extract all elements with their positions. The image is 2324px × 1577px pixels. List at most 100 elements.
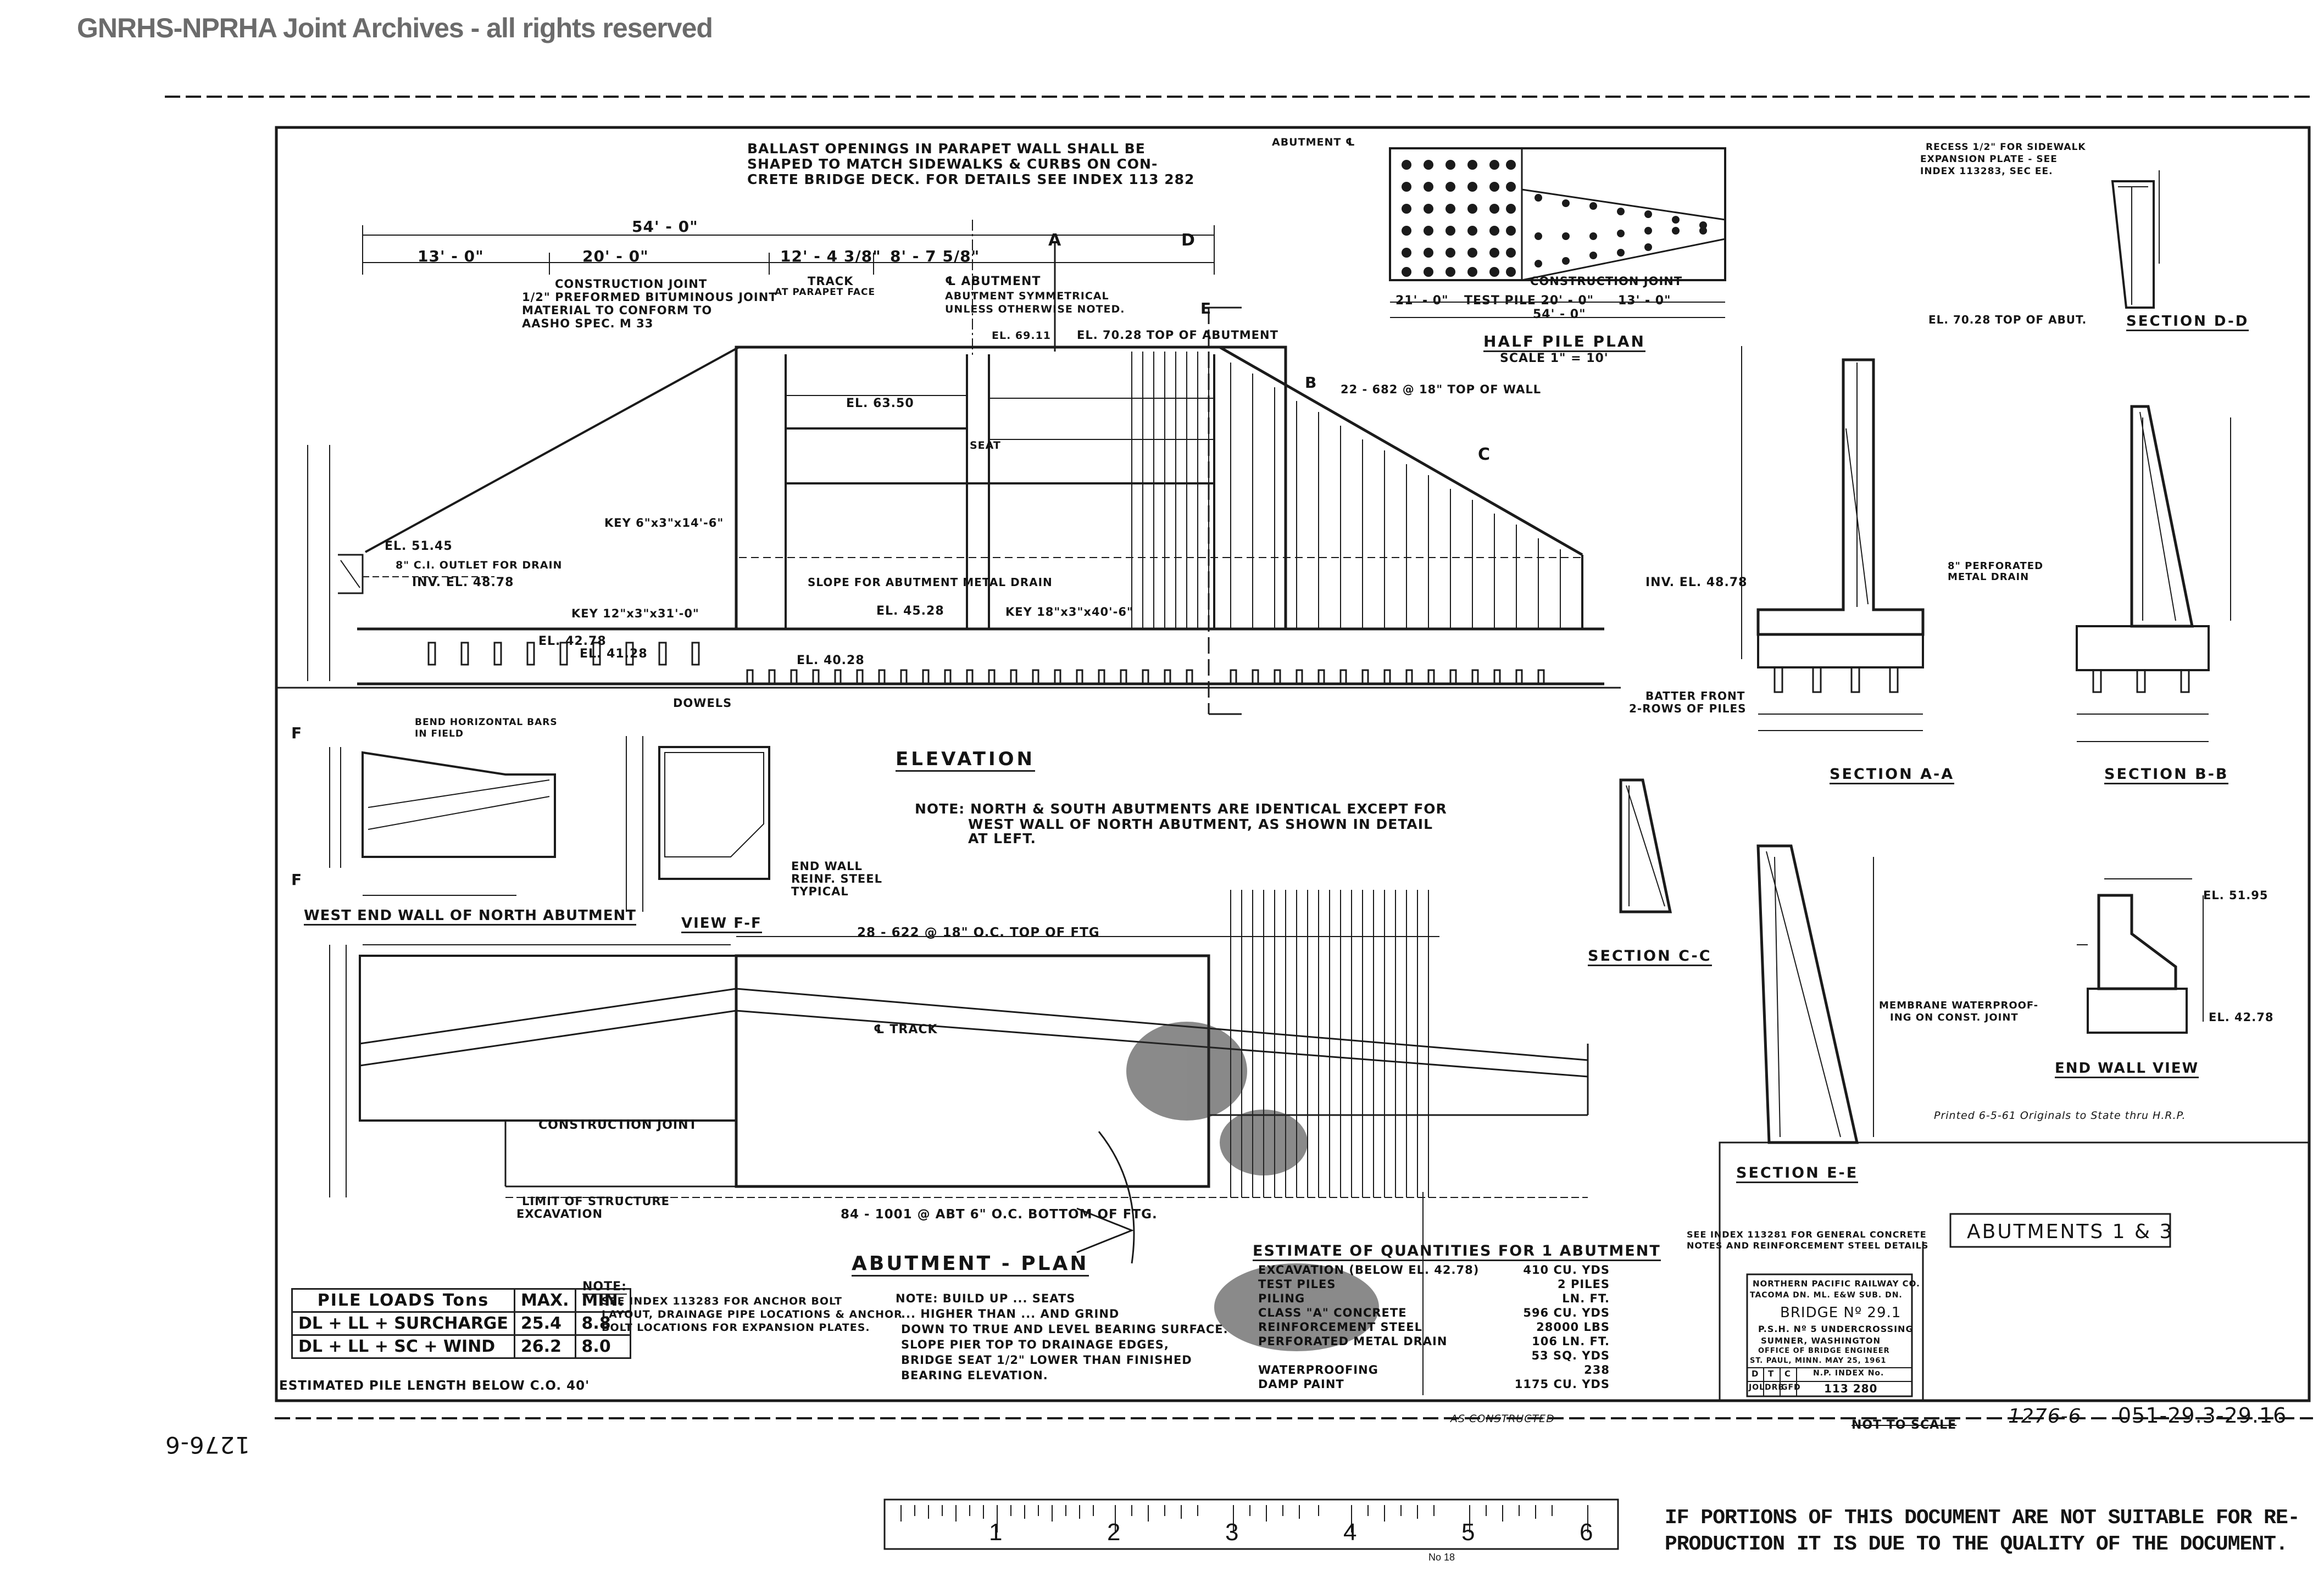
bearing-note-5: BRIDGE SEAT 1/2" LOWER THAN FINISHED (901, 1353, 1192, 1367)
estimate-item-value: 28000 LBS (1536, 1320, 1610, 1334)
end-wall-reinf-2: REINF. STEEL (791, 872, 882, 885)
ruler-label-1: 1 (989, 1519, 1003, 1546)
el-42-end: EL. 42.78 (2209, 1011, 2274, 1024)
bend-bars-note-2: IN FIELD (415, 728, 464, 739)
section-marker-e: E (1200, 299, 1212, 317)
notes-line-2: LAYOUT, DRAINAGE PIPE LOCATIONS & ANCHOR (602, 1308, 903, 1320)
sheet-title: ABUTMENTS 1 & 3 (1967, 1221, 2174, 1243)
section-marker-c: C (1478, 445, 1491, 464)
ballast-note-line-1: BALLAST OPENINGS IN PARAPET WALL SHALL B… (747, 141, 1146, 157)
end-wall-reinf-3: TYPICAL (791, 885, 849, 898)
ruler-label-6: 6 (1580, 1519, 1593, 1546)
outlet-note: 8" C.I. OUTLET FOR DRAIN (396, 559, 563, 571)
estimate-item: EXCAVATION (BELOW EL. 42.78)410 CU. YDS (1258, 1263, 1610, 1278)
el-top-abut-aa: EL. 70.28 TOP OF ABUT. (1928, 313, 2087, 326)
estimate-item-label: PERFORATED METAL DRAIN (1258, 1335, 1448, 1348)
pile-loads-row-label: DL + LL + SC + WIND (291, 1334, 515, 1359)
as-constructed-stamp: AS CONSTRUCTED (1450, 1413, 1555, 1425)
estimate-item-label: PILING (1258, 1292, 1305, 1305)
est-pile-length: ESTIMATED PILE LENGTH BELOW C.O. 40' (279, 1379, 590, 1393)
elevation-note-2: WEST WALL OF NORTH ABUTMENT, AS SHOWN IN… (968, 816, 1433, 832)
estimate-item-value: 106 LN. FT. (1532, 1335, 1610, 1348)
notes-line-1: SEE INDEX 113283 FOR ANCHOR BOLT (602, 1295, 842, 1307)
west-end-wall-title: WEST END WALL OF NORTH ABUTMENT (304, 907, 637, 926)
not-to-scale-stamp: NOT TO SCALE (1852, 1418, 1957, 1432)
pile-dim-21: 21' - 0" (1395, 294, 1449, 308)
el-51-95: EL. 51.95 (2203, 889, 2269, 902)
section-dd-title: SECTION D-D (2126, 313, 2249, 331)
disclaimer-line-2: PRODUCTION IT IS DUE TO THE QUALITY OF T… (1665, 1533, 2288, 1556)
pile-cj-label: CONSTRUCTION JOINT (1530, 275, 1683, 288)
el-69: EL. 69.11 (992, 330, 1052, 342)
disclaimer-line-1: IF PORTIONS OF THIS DOCUMENT ARE NOT SUI… (1665, 1506, 2300, 1530)
grid-header-index: N.P. INDEX No. (1813, 1369, 1884, 1378)
dim-54ft: 54' - 0" (632, 218, 698, 236)
f-marker-top: F (291, 724, 303, 742)
section-marker-b: B (1305, 374, 1317, 392)
abutment-cl-3: UNLESS OTHERWISE NOTED. (945, 303, 1125, 315)
estimate-item: PERFORATED METAL DRAIN 106 LN. FT. (1258, 1335, 1610, 1349)
estimate-item-label: TEST PILES (1258, 1278, 1336, 1291)
key-label-3: KEY 18"x3"x40'-6" (1005, 605, 1133, 618)
recess-note-3: INDEX 113283, SEC EE. (1920, 166, 2053, 177)
bend-bars-note-1: BEND HORIZONTAL BARS (415, 717, 558, 728)
inv-el-right: INV. EL. 48.78 (1645, 576, 1748, 589)
bearing-note-1: NOTE: BUILD UP ... SEATS (896, 1292, 1076, 1305)
ballast-note-line-2: SHAPED TO MATCH SIDEWALKS & CURBS ON CON… (747, 156, 1158, 172)
grid-header-t: T (1768, 1369, 1775, 1379)
track-label-2: AT PARAPET FACE (775, 287, 876, 298)
catalog-number: 051-29.3-29.16 (2118, 1403, 2287, 1428)
dowels-label: DOWELS (673, 696, 732, 710)
estimate-item-label: DAMP PAINT (1258, 1378, 1344, 1391)
estimate-item-label: CLASS "A" CONCRETE (1258, 1306, 1407, 1319)
grid-value-index: 113 280 (1824, 1382, 1878, 1395)
estimate-item-value: 410 CU. YDS (1523, 1263, 1610, 1277)
section-bb-title: SECTION B-B (2104, 766, 2229, 784)
abutment-cl-2: ABUTMENT SYMMETRICAL (945, 290, 1109, 302)
dim-13ft: 13' - 0" (418, 247, 484, 265)
drawing-date: ST. PAUL, MINN. MAY 25, 1961 (1750, 1357, 1887, 1365)
estimate-item-label: WATERPROOFING (1258, 1363, 1378, 1377)
pile-loads-header: PILE LOADS Tons (291, 1288, 515, 1313)
seat-label: SEAT (970, 439, 1001, 452)
location: SUMNER, WASHINGTON (1761, 1336, 1881, 1346)
pile-loads-row-min: 8.0 (574, 1334, 632, 1359)
abutment-cl-1: ℄ ABUTMENT (945, 275, 1041, 288)
mirrored-ref: 1276-6 (165, 1431, 250, 1458)
notes-line-3: BOLT LOCATIONS FOR EXPANSION PLATES. (602, 1322, 870, 1334)
pile-dim-test: TEST PILE 20' - 0" (1464, 294, 1594, 308)
el-63: EL. 63.50 (846, 397, 914, 410)
sheet-ref-handwritten: 1276-6 (2008, 1405, 2082, 1428)
perforated-note-2: METAL DRAIN (1948, 571, 2030, 583)
estimate-list: EXCAVATION (BELOW EL. 42.78)410 CU. YDS … (1258, 1263, 1610, 1392)
grid-value-t: DRB (1765, 1383, 1785, 1392)
batter-note-2: 2-ROWS OF PILES (1629, 702, 1747, 715)
elevation-note-1: NOTE: NORTH & SOUTH ABUTMENTS ARE IDENTI… (915, 801, 1447, 817)
see-index-2: NOTES AND REINFORCEMENT STEEL DETAILS (1687, 1240, 1929, 1251)
estimate-item: 53 SQ. YDS (1258, 1349, 1610, 1363)
dim-12ft: 12' - 4 3/8" (780, 247, 881, 265)
grid-value-c: GFD (1781, 1383, 1801, 1392)
track-cl-label: ℄ TRACK (874, 1023, 938, 1037)
ruler-small-label: No 18 (1428, 1552, 1455, 1563)
plan-construction-joint: CONSTRUCTION JOINT (538, 1118, 698, 1132)
el-top-abutment: EL. 70.28 TOP OF ABUTMENT (1077, 328, 1278, 342)
dim-20ft: 20' - 0" (582, 247, 649, 265)
key-label-2: KEY 6"x3"x14'-6" (604, 516, 724, 530)
bearing-note-2: ... HIGHER THAN ... AND GRIND (901, 1307, 1120, 1320)
el-40: EL. 40.28 (797, 654, 865, 667)
inv-el-left: INV. EL. 48.78 (412, 576, 514, 589)
section-marker-a: A (1048, 231, 1062, 250)
el-51: EL. 51.45 (385, 539, 453, 553)
railway-name: NORTHERN PACIFIC RAILWAY CO. (1753, 1279, 1920, 1289)
grid-header-c: C (1784, 1369, 1792, 1379)
pile-loads-row-max: 25.4 (513, 1311, 576, 1336)
section-ee-title: SECTION E-E (1736, 1164, 1859, 1183)
end-wall-view-title: END WALL VIEW (2055, 1060, 2199, 1078)
pile-loads-row-max: 26.2 (513, 1334, 576, 1359)
slope-note: SLOPE FOR ABUTMENT METAL DRAIN (808, 576, 1053, 589)
